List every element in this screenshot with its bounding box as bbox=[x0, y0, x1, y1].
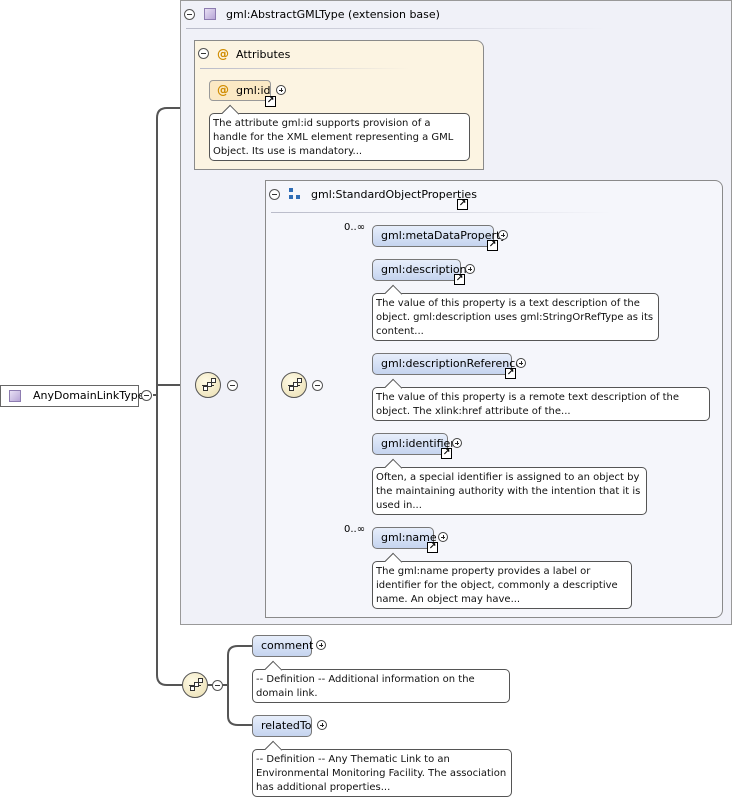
root-element[interactable]: AnyDomainLinkType bbox=[0, 385, 144, 407]
reference-arrow-icon[interactable]: ↗ bbox=[441, 448, 452, 459]
separator bbox=[186, 28, 606, 29]
element-comment[interactable]: comment bbox=[252, 635, 313, 657]
occurrence-label: 0..∞ bbox=[344, 524, 366, 535]
collapse-sequence-icon[interactable] bbox=[227, 380, 238, 391]
collapse-group-icon[interactable] bbox=[269, 189, 280, 200]
identifier-annotation: Often, a special identifier is assigned … bbox=[372, 458, 647, 515]
name-annotation: The gml:name property provides a label o… bbox=[372, 552, 632, 609]
separator bbox=[200, 68, 410, 69]
collapse-sequence-icon[interactable] bbox=[212, 680, 223, 691]
attribute-name: gml:id bbox=[236, 84, 271, 97]
attribute-at-icon: @ bbox=[217, 83, 229, 97]
reference-arrow-icon[interactable]: ↗ bbox=[427, 542, 438, 553]
separator bbox=[271, 212, 611, 213]
complex-type-icon bbox=[204, 8, 216, 20]
expand-icon[interactable] bbox=[316, 640, 326, 650]
expand-icon[interactable] bbox=[498, 230, 508, 240]
element-identifier[interactable]: gml:identifier bbox=[372, 433, 455, 455]
collapse-extension-icon[interactable] bbox=[184, 9, 195, 20]
description-reference-annotation: The value of this property is a remote t… bbox=[372, 378, 710, 421]
sequence-compositor-icon[interactable] bbox=[182, 672, 208, 698]
attribute-at-icon: @ bbox=[217, 47, 229, 61]
description-annotation: The value of this property is a text des… bbox=[372, 284, 659, 341]
element-description[interactable]: gml:description bbox=[372, 259, 467, 281]
root-element-label: AnyDomainLinkType bbox=[33, 389, 145, 402]
occurrence-label: 0..∞ bbox=[344, 222, 366, 233]
group-title: gml:StandardObjectProperties bbox=[311, 188, 477, 201]
expand-icon[interactable] bbox=[465, 264, 475, 274]
attributes-title: Attributes bbox=[236, 48, 291, 61]
expand-icon[interactable] bbox=[452, 438, 462, 448]
expand-icon[interactable] bbox=[516, 358, 526, 368]
extension-title: gml:AbstractGMLType (extension base) bbox=[226, 8, 440, 21]
expand-icon[interactable] bbox=[276, 85, 286, 95]
group-icon bbox=[289, 188, 301, 200]
reference-arrow-icon[interactable]: ↗ bbox=[505, 368, 516, 379]
element-name[interactable]: gml:name bbox=[372, 527, 437, 549]
expand-icon[interactable] bbox=[317, 720, 327, 730]
element-descriptionreference[interactable]: gml:descriptionReference bbox=[372, 353, 522, 375]
element-metadataproperty[interactable]: gml:metaDataProperty bbox=[372, 225, 507, 247]
complex-type-icon bbox=[9, 390, 21, 402]
element-relatedto[interactable]: relatedTo bbox=[252, 715, 312, 737]
attribute-annotation: The attribute gml:id supports provision … bbox=[209, 104, 470, 161]
sequence-compositor-icon[interactable] bbox=[195, 372, 221, 398]
reference-arrow-icon[interactable]: ↗ bbox=[457, 199, 468, 210]
sequence-compositor-icon[interactable] bbox=[281, 372, 307, 398]
collapse-root-icon[interactable] bbox=[141, 390, 152, 401]
relatedto-annotation: -- Definition -- Any Thematic Link to an… bbox=[252, 740, 512, 797]
reference-arrow-icon[interactable]: ↗ bbox=[265, 96, 276, 107]
reference-arrow-icon[interactable]: ↗ bbox=[487, 240, 498, 251]
reference-arrow-icon[interactable]: ↗ bbox=[454, 274, 465, 285]
collapse-sequence-icon[interactable] bbox=[312, 380, 323, 391]
collapse-attributes-icon[interactable] bbox=[198, 48, 209, 59]
comment-annotation: -- Definition -- Additional information … bbox=[252, 660, 510, 703]
attribute-gml-id[interactable]: @ gml:id bbox=[209, 80, 271, 101]
expand-icon[interactable] bbox=[438, 532, 448, 542]
